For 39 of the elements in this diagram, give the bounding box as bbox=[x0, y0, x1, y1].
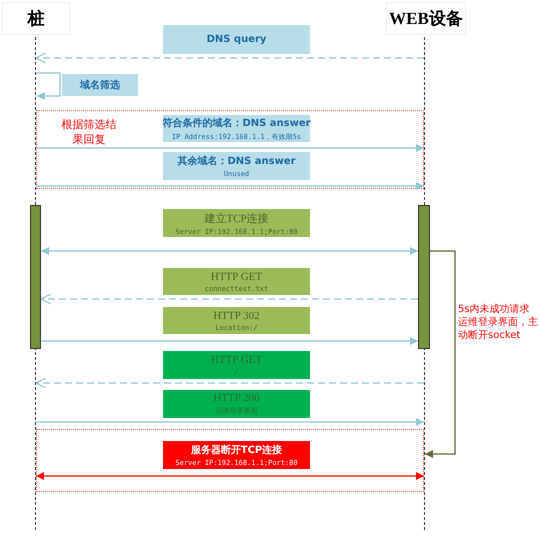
edge-label: 5s内未成功请求运维登录界面，主动断开socket bbox=[458, 303, 538, 342]
double-arrow bbox=[36, 472, 424, 480]
message-title: HTTP 302 bbox=[213, 310, 260, 322]
note-text: 根据筛选结果回复 bbox=[60, 117, 118, 147]
activation-bar bbox=[30, 205, 41, 349]
message-title: DNS query bbox=[206, 34, 266, 45]
fragment-frame bbox=[36, 110, 424, 189]
message-title: HTTP 200 bbox=[213, 392, 260, 404]
message-box bbox=[163, 441, 310, 469]
message-box bbox=[163, 115, 310, 142]
message-box bbox=[163, 307, 310, 334]
message-title: HTTP GET bbox=[210, 354, 262, 366]
message-title: 建立TCP连接 bbox=[204, 212, 269, 226]
participant-label: 桩 bbox=[2, 2, 70, 35]
message-box bbox=[163, 268, 310, 295]
activation-bar bbox=[418, 205, 430, 349]
self-message-arrow bbox=[36, 72, 61, 100]
message-arrow bbox=[425, 250, 456, 458]
message-title: 符合条件的域名：DNS answer bbox=[162, 116, 311, 130]
message-title: 服务器断开TCP连接 bbox=[190, 444, 282, 457]
message-box bbox=[163, 390, 310, 418]
message-box bbox=[163, 25, 310, 54]
message-title: HTTP GET bbox=[210, 270, 262, 282]
double-arrow bbox=[41, 247, 418, 255]
message-arrow bbox=[40, 293, 418, 305]
message-box bbox=[62, 74, 138, 96]
message-arrow bbox=[36, 418, 424, 426]
message-arrow bbox=[36, 144, 424, 152]
message-arrow bbox=[35, 377, 424, 389]
message-arrow bbox=[35, 52, 424, 64]
message-arrow bbox=[36, 182, 424, 190]
participant-label: WEB设备 bbox=[386, 2, 466, 35]
message-box bbox=[163, 209, 310, 237]
message-arrow bbox=[41, 337, 418, 345]
message-title: 域名筛选 bbox=[80, 78, 120, 92]
message-box bbox=[163, 152, 310, 180]
message-box bbox=[163, 351, 310, 379]
fragment-frame bbox=[36, 429, 424, 492]
message-title: 其余域名：DNS answer bbox=[177, 154, 296, 168]
